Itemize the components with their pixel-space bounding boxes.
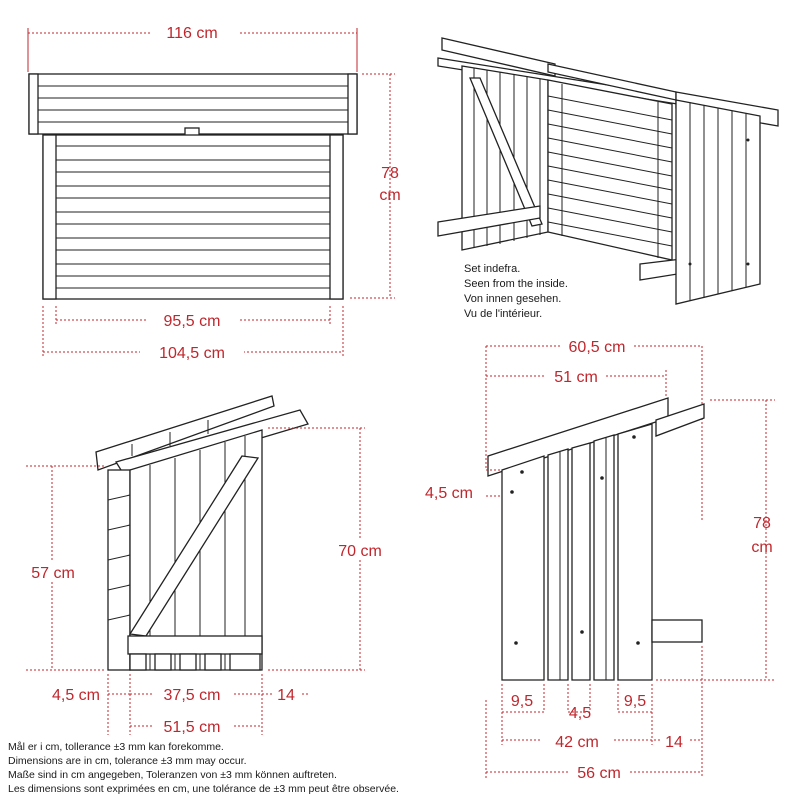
dim-front-slat-right: 9,5: [624, 693, 646, 710]
end-view: 60,5 cm 51 cm 4,5 cm 78: [414, 336, 775, 782]
front-elevation-view: 116 cm 78 cm 9: [27, 22, 401, 362]
dim-side-depth: 51,5 cm: [164, 719, 221, 736]
dim-top-base-width: 104,5 cm: [159, 345, 225, 362]
dim-front-slat-left: 9,5: [511, 693, 533, 710]
dim-side-height-high: 70 cm: [338, 543, 382, 560]
dim-top-inner-width: 95,5 cm: [164, 313, 221, 330]
roof-panel: [28, 73, 358, 135]
footer-note-fr: Les dimensions sont exprimées en cm, une…: [8, 783, 399, 795]
footer-note-da: Mål er i cm, tollerance ±3 mm kan foreko…: [8, 741, 224, 753]
dim-top-width: 116 cm: [166, 25, 217, 42]
footer-note-de: Maße sind in cm angegeben, Toleranzen vo…: [8, 769, 337, 781]
dim-front-roof-depth: 60,5 cm: [569, 339, 626, 356]
dim-front-base: 42 cm: [555, 734, 599, 751]
dim-front-overhang: 14: [665, 734, 683, 751]
footer-notes: Mål er i cm, tollerance ±3 mm kan foreko…: [8, 741, 399, 795]
dim-front-slat-mid: 4,5: [569, 705, 591, 722]
dim-front-offset: 4,5 cm: [425, 485, 473, 502]
dim-front-total: 56 cm: [577, 765, 621, 782]
dim-front-inner: 51 cm: [554, 369, 598, 386]
footer-note-en: Dimensions are in cm, tolerance ±3 mm ma…: [8, 755, 247, 767]
side-view: 57 cm 70 cm 4,5 cm 37,5 cm 14 51,5 cm: [22, 395, 392, 736]
inside-caption-en: Seen from the inside.: [464, 278, 568, 290]
dim-top-height-value: 78: [381, 165, 399, 182]
dim-side-thickness: 4,5 cm: [52, 687, 100, 704]
dim-front-height-value: 78: [753, 515, 771, 532]
dim-front-height-unit: cm: [751, 539, 772, 556]
dim-side-inner-depth: 37,5 cm: [164, 687, 221, 704]
inside-caption-da: Set indefra.: [464, 263, 520, 275]
inside-caption-fr: Vu de l'intérieur.: [464, 308, 542, 320]
inside-caption-de: Von innen gesehen.: [464, 293, 561, 305]
dim-top-height-unit: cm: [379, 187, 400, 204]
front-body: [42, 134, 344, 300]
dim-side-overhang: 14: [277, 687, 295, 704]
dim-side-height-low: 57 cm: [31, 565, 75, 582]
inside-view: Set indefra. Seen from the inside. Von i…: [437, 37, 779, 320]
